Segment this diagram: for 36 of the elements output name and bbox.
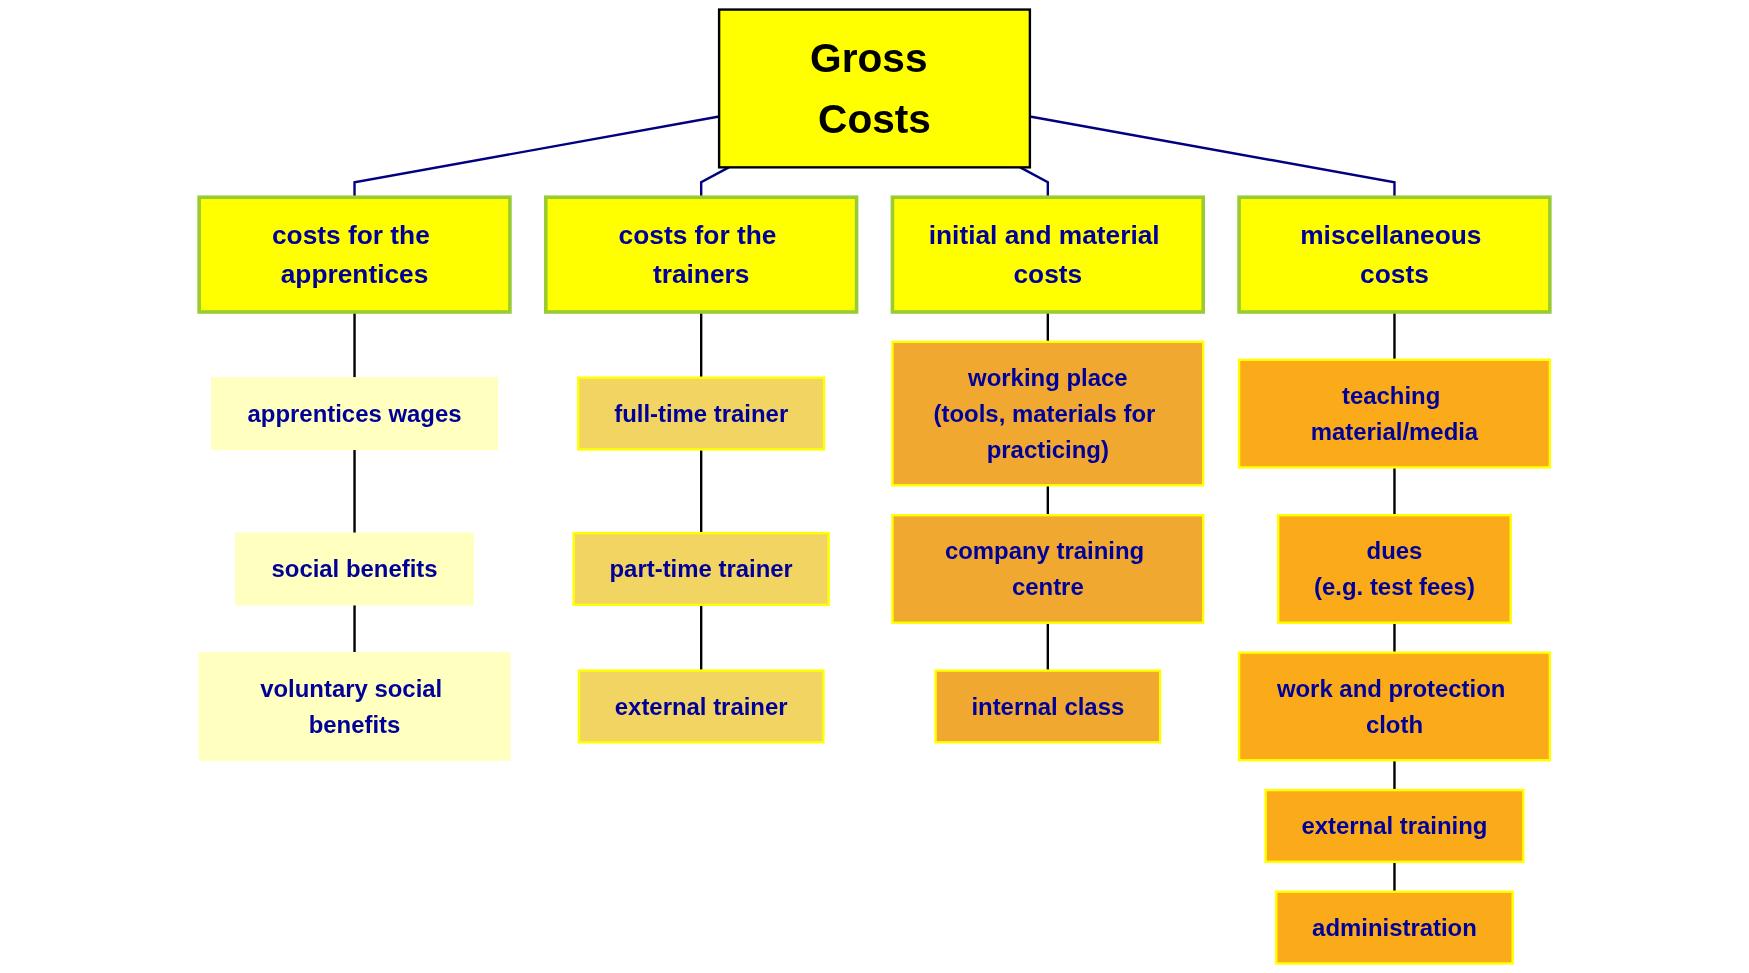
connector	[1046, 622, 1049, 671]
connector	[700, 312, 703, 378]
connector	[1393, 467, 1396, 516]
node-box: social benefits	[235, 532, 475, 606]
connector	[1393, 760, 1396, 791]
node-box: voluntary social benefits	[198, 652, 511, 761]
connector	[700, 604, 703, 671]
node-box: costs for the apprentices	[197, 195, 512, 314]
node-box: external trainer	[577, 669, 825, 744]
node-box: dues (e.g. test fees)	[1277, 514, 1512, 624]
node-box: working place (tools, materials for practicing)	[891, 340, 1205, 487]
node-box: internal class	[934, 669, 1162, 744]
node-box: teaching material/media	[1237, 358, 1552, 469]
node-box: company training centre	[891, 514, 1205, 624]
node-box: work and protection cloth	[1237, 651, 1552, 762]
connector	[1393, 312, 1396, 360]
connector	[1046, 312, 1049, 342]
node-box: Gross Costs	[717, 8, 1032, 169]
node-box: part-time trainer	[572, 531, 830, 607]
node-box: initial and material costs	[890, 195, 1205, 314]
node-box: miscellaneous costs	[1237, 195, 1552, 314]
connector	[1393, 622, 1396, 653]
connector	[1046, 485, 1049, 516]
connector	[1393, 861, 1396, 892]
node-box: full-time trainer	[577, 376, 826, 451]
node-box: costs for the trainers	[544, 195, 859, 314]
node-box: external training	[1264, 788, 1525, 864]
connector	[1029, 115, 1396, 198]
connector	[353, 115, 720, 198]
connector	[700, 449, 703, 534]
connector	[353, 449, 356, 534]
connector	[353, 604, 356, 653]
connector	[1019, 166, 1049, 198]
connector	[353, 312, 356, 378]
node-box: administration	[1275, 890, 1514, 965]
node-box: apprentices wages	[211, 377, 498, 451]
